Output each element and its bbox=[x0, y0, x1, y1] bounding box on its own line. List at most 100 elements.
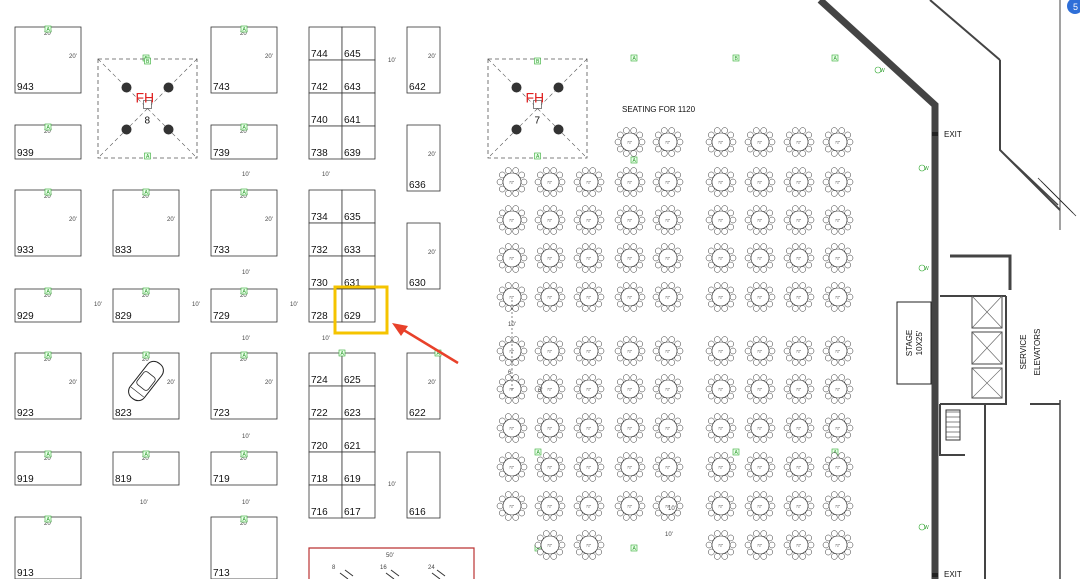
banquet-table[interactable]: 72" bbox=[534, 374, 566, 404]
banquet-table[interactable]: 72" bbox=[496, 243, 528, 273]
banquet-table[interactable]: 72" bbox=[614, 243, 646, 273]
banquet-table[interactable]: 72" bbox=[705, 243, 737, 273]
banquet-table[interactable]: 72" bbox=[705, 336, 737, 366]
banquet-table[interactable]: 72" bbox=[614, 282, 646, 312]
booth-724[interactable]: 724 bbox=[308, 352, 343, 387]
booth-722[interactable]: 722 bbox=[308, 385, 343, 420]
banquet-table[interactable]: 72" bbox=[744, 282, 776, 312]
booth-744[interactable]: 744 bbox=[308, 26, 343, 61]
banquet-table[interactable]: 72" bbox=[783, 127, 815, 157]
banquet-table[interactable]: 72" bbox=[783, 374, 815, 404]
banquet-table[interactable]: 72" bbox=[652, 282, 684, 312]
banquet-table[interactable]: 72" bbox=[705, 167, 737, 197]
banquet-table[interactable]: 72" bbox=[822, 530, 854, 560]
banquet-table[interactable]: 72" bbox=[744, 336, 776, 366]
booth-635[interactable]: 635 bbox=[341, 189, 376, 224]
booth-716[interactable]: 716 bbox=[308, 484, 343, 519]
banquet-table[interactable]: 72" bbox=[573, 491, 605, 521]
banquet-table[interactable]: 72" bbox=[822, 205, 854, 235]
booth-621[interactable]: 621 bbox=[341, 418, 376, 453]
banquet-table[interactable]: 72" bbox=[705, 205, 737, 235]
booth-619[interactable]: 619 bbox=[341, 451, 376, 486]
banquet-table[interactable]: 72" bbox=[573, 413, 605, 443]
banquet-table[interactable]: 72" bbox=[496, 282, 528, 312]
banquet-table[interactable]: 72" bbox=[822, 374, 854, 404]
banquet-table[interactable]: 72" bbox=[783, 336, 815, 366]
banquet-table[interactable]: 72" bbox=[496, 167, 528, 197]
banquet-table[interactable]: 72" bbox=[534, 243, 566, 273]
banquet-table[interactable]: 72" bbox=[573, 205, 605, 235]
banquet-table[interactable]: 72" bbox=[783, 530, 815, 560]
banquet-table[interactable]: 72" bbox=[534, 491, 566, 521]
booth-730[interactable]: 730 bbox=[308, 255, 343, 290]
banquet-table[interactable]: 72" bbox=[614, 413, 646, 443]
banquet-table[interactable]: 72" bbox=[573, 243, 605, 273]
banquet-table[interactable]: 72" bbox=[705, 127, 737, 157]
booth-732[interactable]: 732 bbox=[308, 222, 343, 257]
booth-617[interactable]: 617 bbox=[341, 484, 376, 519]
banquet-table[interactable]: 72" bbox=[744, 167, 776, 197]
booth-740[interactable]: 740 bbox=[308, 92, 343, 127]
banquet-table[interactable]: 72" bbox=[614, 374, 646, 404]
banquet-table[interactable]: 72" bbox=[705, 282, 737, 312]
banquet-table[interactable]: 72" bbox=[573, 452, 605, 482]
banquet-table[interactable]: 72" bbox=[614, 491, 646, 521]
booth-742[interactable]: 742 bbox=[308, 59, 343, 94]
banquet-table[interactable]: 72" bbox=[744, 491, 776, 521]
booth-720[interactable]: 720 bbox=[308, 418, 343, 453]
booth-616[interactable]: 616 bbox=[406, 451, 441, 519]
banquet-table[interactable]: 72" bbox=[783, 205, 815, 235]
banquet-table[interactable]: 72" bbox=[822, 127, 854, 157]
banquet-table[interactable]: 72" bbox=[744, 243, 776, 273]
banquet-table[interactable]: 72" bbox=[705, 530, 737, 560]
banquet-table[interactable]: 72" bbox=[783, 413, 815, 443]
corner-badge[interactable]: 5 bbox=[1067, 0, 1080, 14]
banquet-table[interactable]: 72" bbox=[496, 205, 528, 235]
banquet-table[interactable]: 72" bbox=[744, 413, 776, 443]
banquet-table[interactable]: 72" bbox=[705, 413, 737, 443]
banquet-table[interactable]: 72" bbox=[573, 282, 605, 312]
banquet-table[interactable]: 72" bbox=[652, 452, 684, 482]
banquet-table[interactable]: 72" bbox=[705, 452, 737, 482]
banquet-table[interactable]: 72" bbox=[573, 336, 605, 366]
banquet-table[interactable]: 72" bbox=[652, 205, 684, 235]
banquet-table[interactable]: 72" bbox=[496, 374, 528, 404]
banquet-table[interactable]: 72" bbox=[534, 336, 566, 366]
banquet-table[interactable]: 72" bbox=[783, 452, 815, 482]
banquet-table[interactable]: 72" bbox=[534, 167, 566, 197]
booth-639[interactable]: 639 bbox=[341, 125, 376, 160]
banquet-table[interactable]: 72" bbox=[573, 374, 605, 404]
banquet-table[interactable]: 72" bbox=[822, 282, 854, 312]
banquet-table[interactable]: 72" bbox=[614, 127, 646, 157]
banquet-table[interactable]: 72" bbox=[744, 127, 776, 157]
banquet-table[interactable]: 72" bbox=[652, 374, 684, 404]
banquet-table[interactable]: 72" bbox=[822, 491, 854, 521]
banquet-table[interactable]: 72" bbox=[652, 243, 684, 273]
banquet-table[interactable]: 72" bbox=[614, 205, 646, 235]
booth-623[interactable]: 623 bbox=[341, 385, 376, 420]
booth-631[interactable]: 631 bbox=[341, 255, 376, 290]
banquet-table[interactable]: 72" bbox=[496, 491, 528, 521]
booth-734[interactable]: 734 bbox=[308, 189, 343, 224]
banquet-table[interactable]: 72" bbox=[496, 336, 528, 366]
banquet-table[interactable]: 72" bbox=[822, 167, 854, 197]
banquet-table[interactable]: 72" bbox=[652, 127, 684, 157]
